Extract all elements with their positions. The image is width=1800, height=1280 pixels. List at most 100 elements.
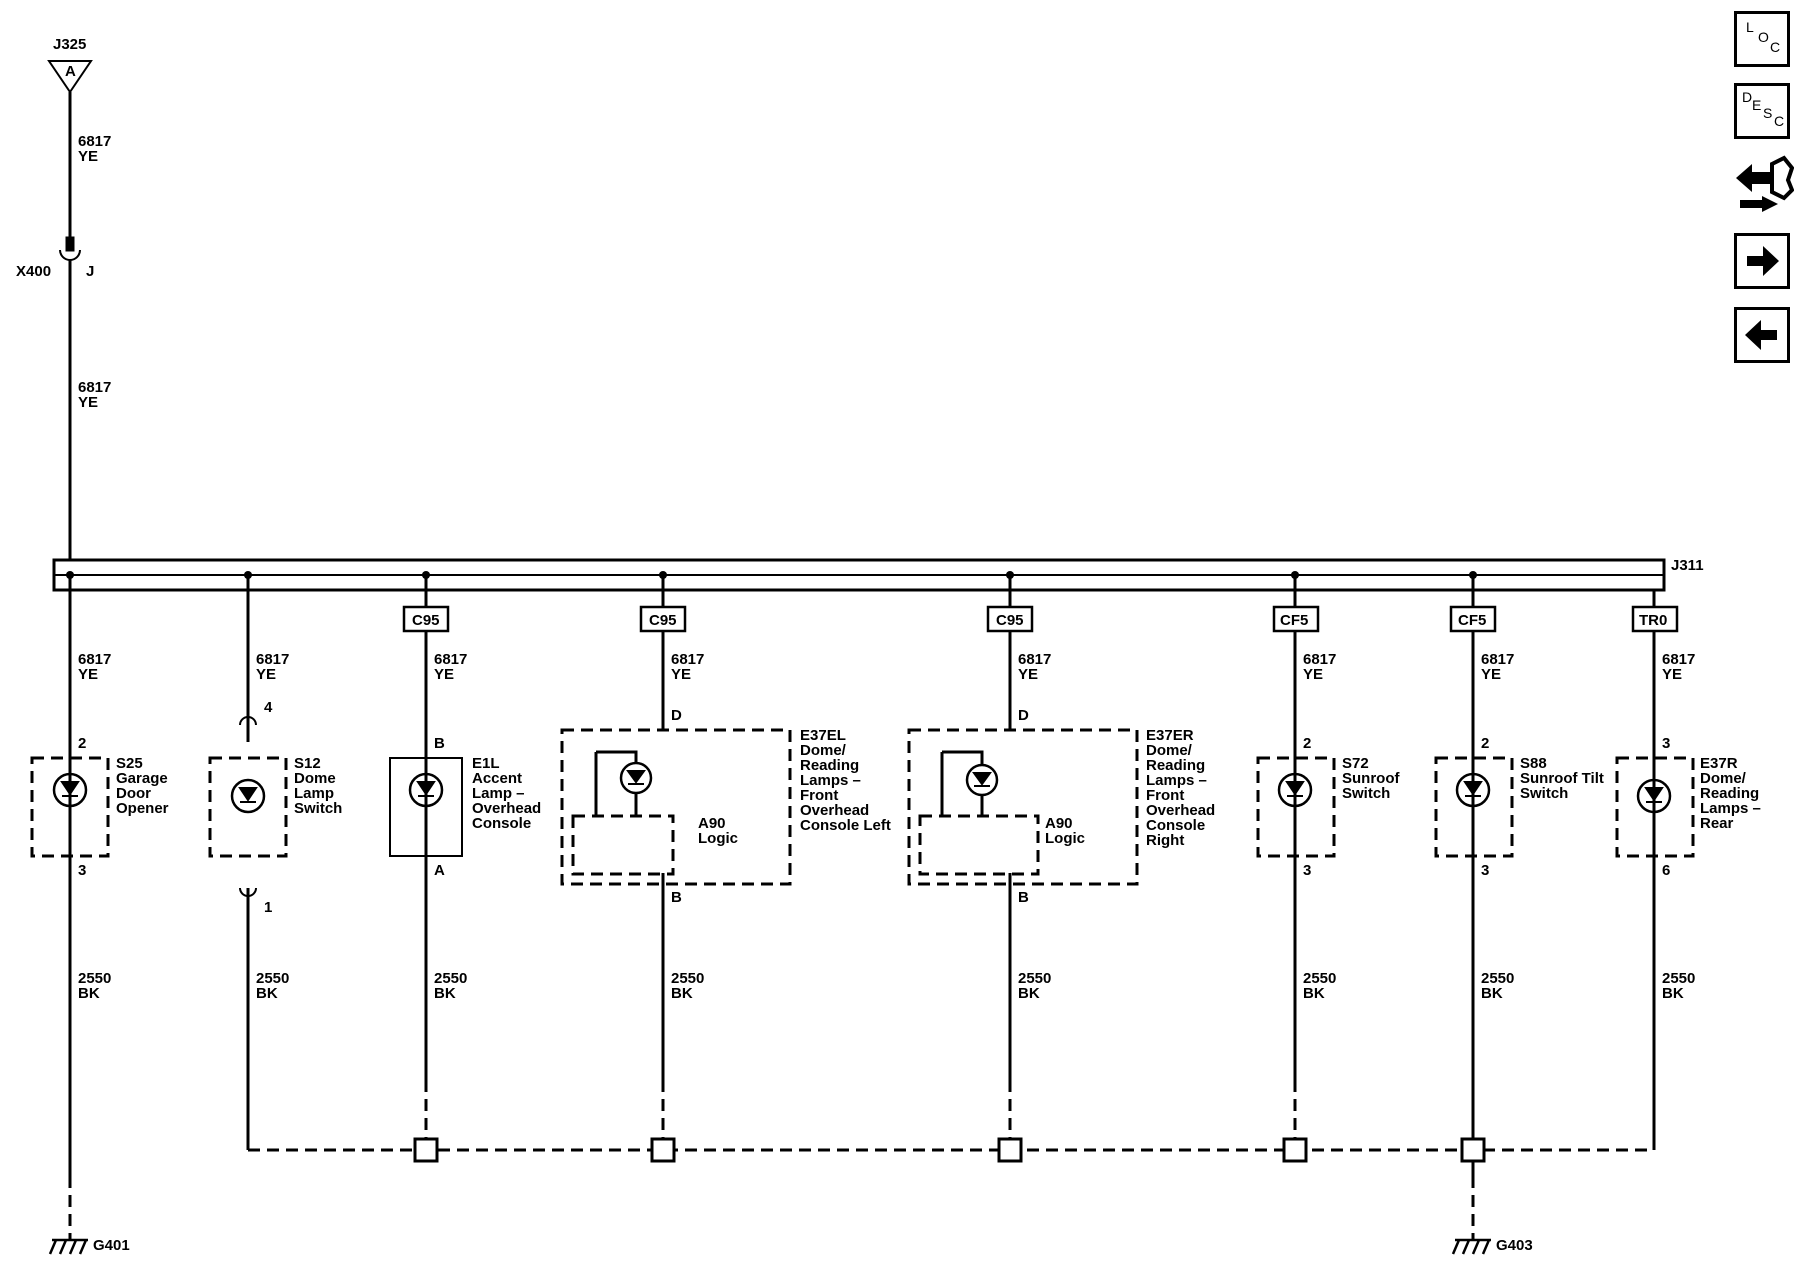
branch-tag-label: CF5 xyxy=(1280,612,1308,629)
ground-symbols xyxy=(48,1238,1491,1255)
component-desc-line: Overhead xyxy=(472,800,541,817)
e37r-outline xyxy=(1615,756,1695,858)
component-desc-line: Reading xyxy=(800,757,859,774)
ground-wire-labels: 2550BK2550BK2550BK2550BK2550BK2550BK2550… xyxy=(78,970,1695,1002)
component-desc-line: Right xyxy=(1146,832,1184,849)
component-desc-line: Console Left xyxy=(800,817,891,834)
component-desc-line: Front xyxy=(800,787,838,804)
feed-circuit-label: 6817 xyxy=(256,651,289,668)
ground-circuit-label: 2550 xyxy=(1662,970,1695,987)
pin-top-label: 4 xyxy=(264,699,273,716)
pin-bottom-label: 3 xyxy=(1303,862,1311,879)
ground-g403-label: G403 xyxy=(1496,1237,1533,1254)
pin-bottom-label: B xyxy=(1018,889,1029,906)
component-desc-line: Garage xyxy=(116,770,168,787)
loc-letter-c: C xyxy=(1770,39,1781,55)
loc-button[interactable]: L O C xyxy=(1734,11,1790,67)
pin-bottom-label: B xyxy=(671,889,682,906)
connector-view-button[interactable] xyxy=(1732,154,1795,218)
feed-color-label: YE xyxy=(256,666,276,683)
component-desc-line: Console xyxy=(1146,817,1205,834)
x400-pin-label: J xyxy=(86,263,94,280)
pin-top-label: D xyxy=(671,707,682,724)
loc-letter-o: O xyxy=(1758,29,1769,45)
branch-connector-tags xyxy=(402,605,1679,633)
e37er-outline xyxy=(907,728,1139,886)
s12-outline xyxy=(208,756,288,858)
desc-letter-d: D xyxy=(1742,89,1753,105)
loc-letter-l: L xyxy=(1746,19,1754,35)
feed-circuit-label: 6817 xyxy=(78,133,111,150)
component-desc-line: Rear xyxy=(1700,815,1734,832)
ground-circuit-label: 2550 xyxy=(256,970,289,987)
sub-module-id-label: A90 xyxy=(1045,815,1073,832)
previous-page-arrow-icon xyxy=(1745,320,1777,350)
feed-wire-labels: 6817YE6817YE6817YE6817YE6817YE6817YE6817… xyxy=(78,133,1695,683)
next-page-button[interactable] xyxy=(1734,233,1790,289)
pin-top-label: 2 xyxy=(1481,735,1489,752)
component-desc-line: Sunroof Tilt xyxy=(1520,770,1604,787)
feed-circuit-label: 6817 xyxy=(1303,651,1336,668)
feed-color-label: YE xyxy=(1662,666,1682,683)
component-desc-line: Lamps – xyxy=(1700,800,1761,817)
feed-circuit-label: 6817 xyxy=(434,651,467,668)
component-id-label: E1L xyxy=(472,755,500,772)
pin-bottom-label: 6 xyxy=(1662,862,1670,879)
ground-g401-label: G401 xyxy=(93,1237,130,1254)
ground-color-label: BK xyxy=(434,985,456,1002)
next-page-arrow-icon xyxy=(1747,246,1779,276)
component-desc-line: Console xyxy=(472,815,531,832)
sub-module-label: Logic xyxy=(1045,830,1085,847)
e37el-a90-outline xyxy=(571,814,675,876)
feed-color-label: YE xyxy=(78,148,98,165)
feed-color-label: YE xyxy=(78,666,98,683)
feed-color-label: YE xyxy=(1018,666,1038,683)
pin-top-label: D xyxy=(1018,707,1029,724)
component-desc-line: Overhead xyxy=(1146,802,1215,819)
component-labels: S25GarageDoorOpenerS12DomeLampSwitchE1LA… xyxy=(116,727,1761,849)
s72-outline xyxy=(1256,756,1336,858)
component-id-label: E37ER xyxy=(1146,727,1194,744)
ground-color-label: BK xyxy=(671,985,693,1002)
component-desc-line: Switch xyxy=(294,800,342,817)
component-desc-line: Dome/ xyxy=(1700,770,1747,787)
ground-splices xyxy=(413,1137,1486,1163)
component-desc-line: Sunroof xyxy=(1342,770,1400,787)
ground-color-label: BK xyxy=(1481,985,1503,1002)
s25-outline xyxy=(30,756,110,858)
pin-bottom-label: 3 xyxy=(78,862,86,879)
sub-module-id-label: A90 xyxy=(698,815,726,832)
component-desc-line: Accent xyxy=(472,770,522,787)
feed-color-label: YE xyxy=(671,666,691,683)
ground-circuit-label: 2550 xyxy=(1303,970,1336,987)
component-desc-line: Lamps – xyxy=(1146,772,1207,789)
previous-page-button[interactable] xyxy=(1734,307,1790,363)
component-desc-line: Front xyxy=(1146,787,1184,804)
ground-color-label: BK xyxy=(78,985,100,1002)
feed-circuit-label: 6817 xyxy=(78,651,111,668)
pin-bottom-label: 3 xyxy=(1481,862,1489,879)
pin-top-label: B xyxy=(434,735,445,752)
ground-drops-dashed xyxy=(424,1080,1297,1150)
desc-letter-e: E xyxy=(1752,97,1762,113)
component-desc-line: Switch xyxy=(1520,785,1568,802)
ground-color-label: BK xyxy=(1303,985,1325,1002)
branch-tag-label: C95 xyxy=(649,612,677,629)
desc-letter-s: S xyxy=(1763,105,1773,121)
component-desc-line: Overhead xyxy=(800,802,869,819)
component-desc-line: Dome/ xyxy=(800,742,847,759)
feed-circuit-label: 6817 xyxy=(78,379,111,396)
ground-circuit-label: 2550 xyxy=(434,970,467,987)
component-id-label: S12 xyxy=(294,755,321,772)
feed-circuit-label: 6817 xyxy=(1481,651,1514,668)
component-desc-line: Opener xyxy=(116,800,169,817)
pin-bottom-label: A xyxy=(434,862,445,879)
labels: J325 A X400 J J311 6817YE6817YE6817YE681… xyxy=(16,36,1761,1254)
component-desc-line: Lamps – xyxy=(800,772,861,789)
lamp-symbols xyxy=(52,761,1672,814)
e37el-outline xyxy=(560,728,792,886)
desc-button[interactable]: D E S C xyxy=(1734,83,1790,139)
feed-color-label: YE xyxy=(434,666,454,683)
pin-top-label: 2 xyxy=(78,735,86,752)
